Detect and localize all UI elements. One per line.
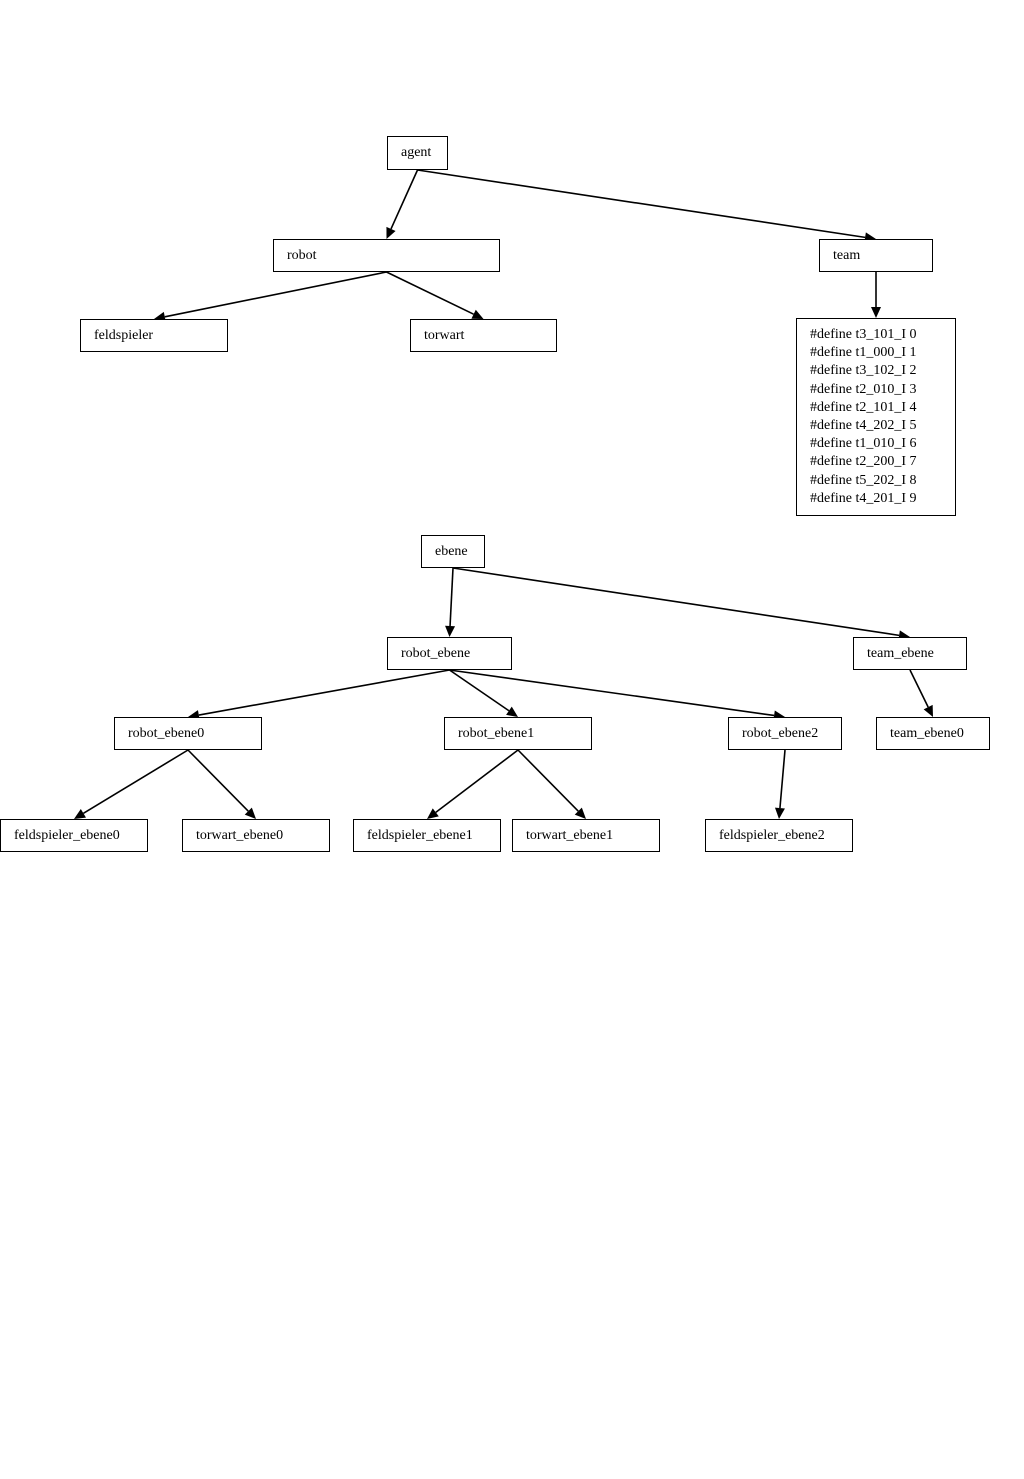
node-robot-ebene2: robot_ebene2 (728, 717, 842, 750)
edge-robot_ebene0-to-torwart_ebene0 (187, 749, 249, 812)
edge-ebene-to-team_ebene (452, 567, 900, 637)
edge-robot-to-feldspieler (164, 271, 387, 318)
node-feldspieler: feldspieler (80, 319, 228, 352)
define-line: #define t2_101_I 4 (810, 399, 917, 415)
define-line: #define t1_010_I 6 (810, 436, 917, 452)
define-line: #define t4_201_I 9 (810, 490, 917, 506)
arrowhead-robot_ebene (445, 625, 456, 637)
node-robot-ebene1: robot_ebene1 (444, 717, 592, 750)
arrowhead-torwart_ebene0 (244, 807, 256, 819)
arrowhead-feldspieler_ebene2 (774, 807, 785, 819)
arrowhead-feldspieler_ebene1 (427, 808, 439, 819)
edge-robot_ebene1-to-feldspieler_ebene1 (435, 749, 519, 813)
arrowhead-feldspieler_ebene0 (74, 809, 86, 819)
arrowhead-team_defines (871, 307, 881, 318)
edge-robot-to-torwart (386, 271, 474, 315)
node-team: team (819, 239, 933, 272)
edge-team_ebene-to-team_ebene0 (909, 669, 929, 708)
node-ebene: ebene (421, 535, 485, 568)
define-line: #define t5_202_I 8 (810, 472, 917, 488)
node-feldspieler-ebene2: feldspieler_ebene2 (705, 819, 853, 852)
define-line: #define t1_000_I 1 (810, 345, 917, 361)
arrowhead-robot (386, 226, 396, 239)
node-torwart-ebene1: torwart_ebene1 (512, 819, 660, 852)
define-line: #define t2_200_I 7 (810, 454, 917, 470)
node-robot-ebene: robot_ebene (387, 637, 512, 670)
arrowhead-robot_ebene1 (506, 706, 518, 717)
define-line: #define t3_102_I 2 (810, 363, 917, 379)
arrowhead-torwart_ebene1 (574, 807, 586, 819)
define-line: #define t2_010_I 3 (810, 381, 917, 397)
arrowhead-torwart (471, 309, 484, 319)
edge-robot_ebene-to-robot_ebene1 (449, 669, 510, 712)
define-line: #define t3_101_I 0 (810, 327, 917, 342)
edge-robot_ebene-to-robot_ebene0 (198, 669, 450, 716)
edge-agent-to-robot (390, 169, 419, 230)
edge-robot_ebene1-to-torwart_ebene1 (517, 749, 579, 812)
edge-robot_ebene2-to-feldspieler_ebene2 (779, 749, 786, 809)
node-team-ebene: team_ebene (853, 637, 967, 670)
node-torwart-ebene0: torwart_ebene0 (182, 819, 330, 852)
node-feldspieler-ebene1: feldspieler_ebene1 (353, 819, 501, 852)
edge-robot_ebene-to-robot_ebene2 (449, 669, 775, 717)
node-agent: agent (387, 136, 448, 170)
node-torwart: torwart (410, 319, 557, 352)
define-line: #define t4_202_I 5 (810, 418, 917, 434)
node-team-defines: #define t3_101_I 0 #define t1_000_I 1 #d… (796, 318, 956, 516)
node-feldspieler-ebene0: feldspieler_ebene0 (0, 819, 148, 852)
node-team-ebene0: team_ebene0 (876, 717, 990, 750)
edge-robot_ebene0-to-feldspieler_ebene0 (82, 749, 189, 814)
node-robot-ebene0: robot_ebene0 (114, 717, 262, 750)
node-robot: robot (273, 239, 500, 272)
edge-agent-to-team (417, 169, 866, 239)
edge-ebene-to-robot_ebene (449, 567, 454, 627)
arrowhead-team_ebene0 (923, 704, 933, 717)
